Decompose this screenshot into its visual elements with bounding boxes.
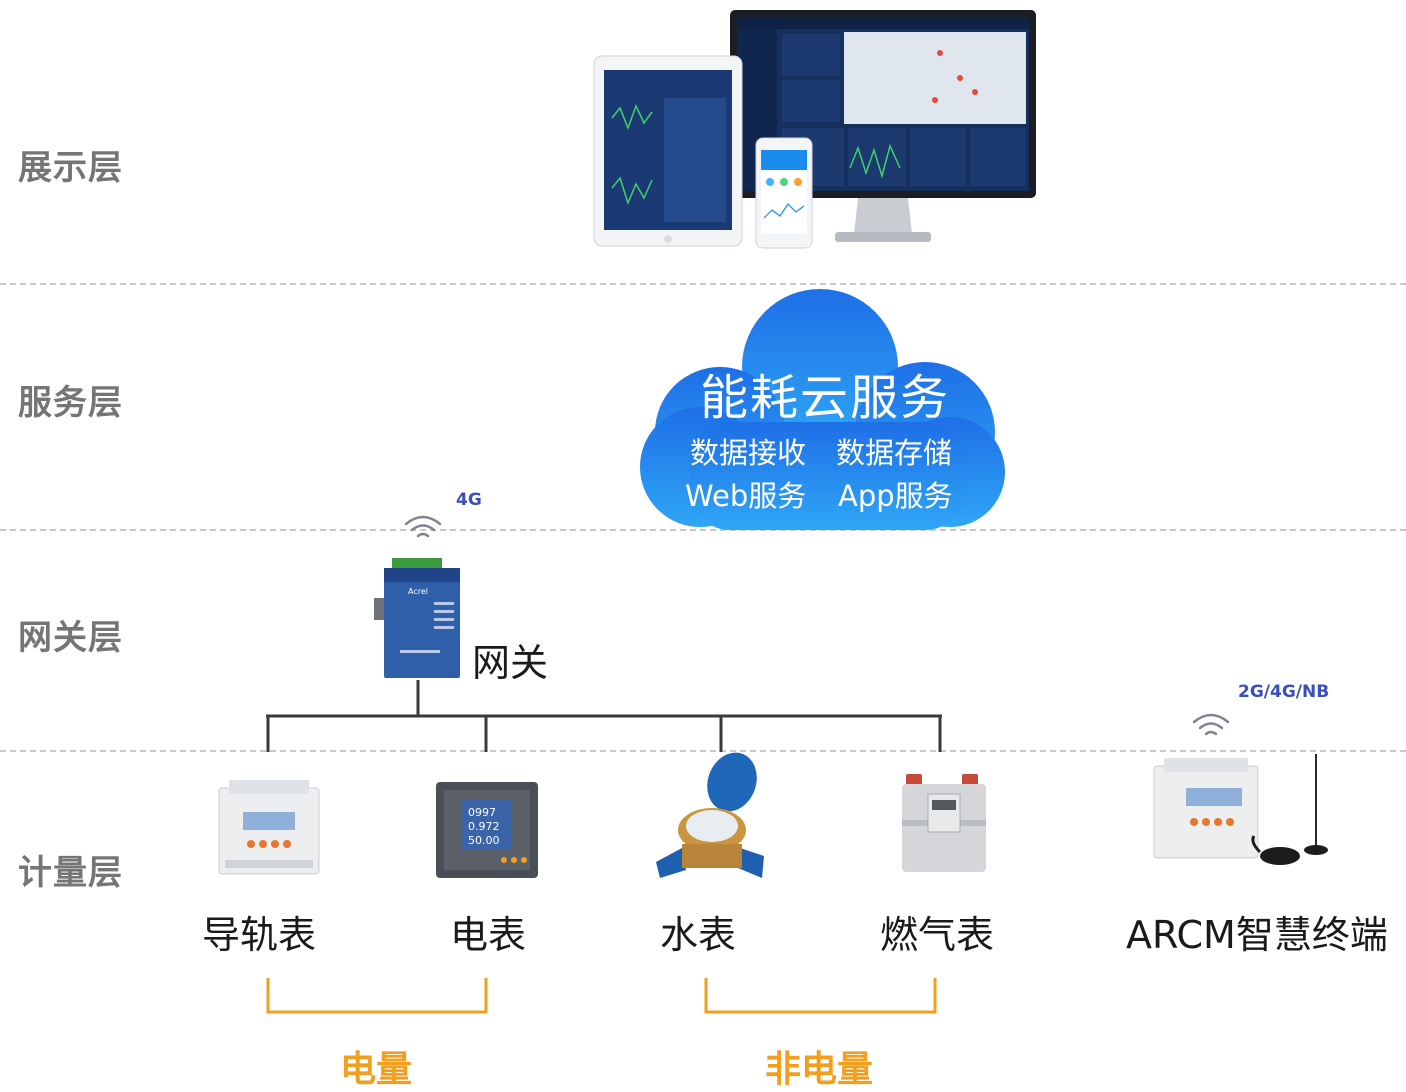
layer-label-metering: 计量层	[18, 853, 123, 893]
layer-label-service: 服务层	[18, 383, 123, 423]
layer-label-gateway: 网关层	[18, 618, 123, 658]
electric-group-label: 电量	[340, 1049, 413, 1090]
arcm-signal-label: 2G/4G/NB	[1238, 682, 1330, 702]
gas-meter-image	[902, 774, 986, 872]
wifi-icon	[404, 515, 442, 538]
tablet-image	[593, 55, 743, 247]
arcm-terminal-image	[1153, 754, 1328, 865]
cloud-service-shape	[640, 289, 1005, 530]
phone-image	[755, 137, 813, 249]
group-brackets	[266, 978, 937, 1014]
electric-bracket	[266, 978, 488, 1014]
water-meter-label: 水表	[660, 913, 737, 957]
gateway-signal-label: 4G	[456, 490, 482, 510]
layer-label-display: 展示层	[18, 148, 123, 188]
divider-service-gateway	[0, 529, 1406, 531]
svg-text:0997: 0997	[468, 806, 496, 819]
cloud-item-app-service: App服务	[838, 479, 953, 513]
water-meter-image	[656, 752, 764, 878]
rail-meter-label: 导轨表	[202, 913, 317, 957]
gateway-label: 网关	[472, 641, 549, 685]
non-electric-group-label: 非电量	[765, 1049, 874, 1090]
rail-meter-image	[218, 780, 320, 875]
electric-meter-image: 0997 0.972 50.00	[436, 782, 538, 878]
gateway-device-image: Acrel	[374, 558, 460, 678]
display-devices-illustration	[593, 10, 1036, 249]
cloud-item-web-service: Web服务	[685, 479, 807, 513]
svg-text:Acrel: Acrel	[408, 587, 428, 596]
cloud-item-data-receive: 数据接收	[690, 436, 807, 470]
electric-meter-label: 电表	[450, 913, 527, 957]
gas-meter-label: 燃气表	[880, 913, 995, 957]
arcm-wifi-icon	[1192, 713, 1230, 736]
cloud-item-data-store: 数据存储	[836, 436, 953, 470]
connection-lines	[266, 680, 942, 752]
svg-text:0.972: 0.972	[468, 820, 500, 833]
divider-gateway-metering	[0, 750, 1406, 752]
divider-display-service	[0, 283, 1406, 285]
svg-text:50.00: 50.00	[468, 834, 500, 847]
arcm-terminal-label: ARCM智慧终端	[1126, 913, 1388, 957]
cloud-title: 能耗云服务	[700, 370, 951, 426]
non-electric-bracket	[704, 978, 937, 1014]
